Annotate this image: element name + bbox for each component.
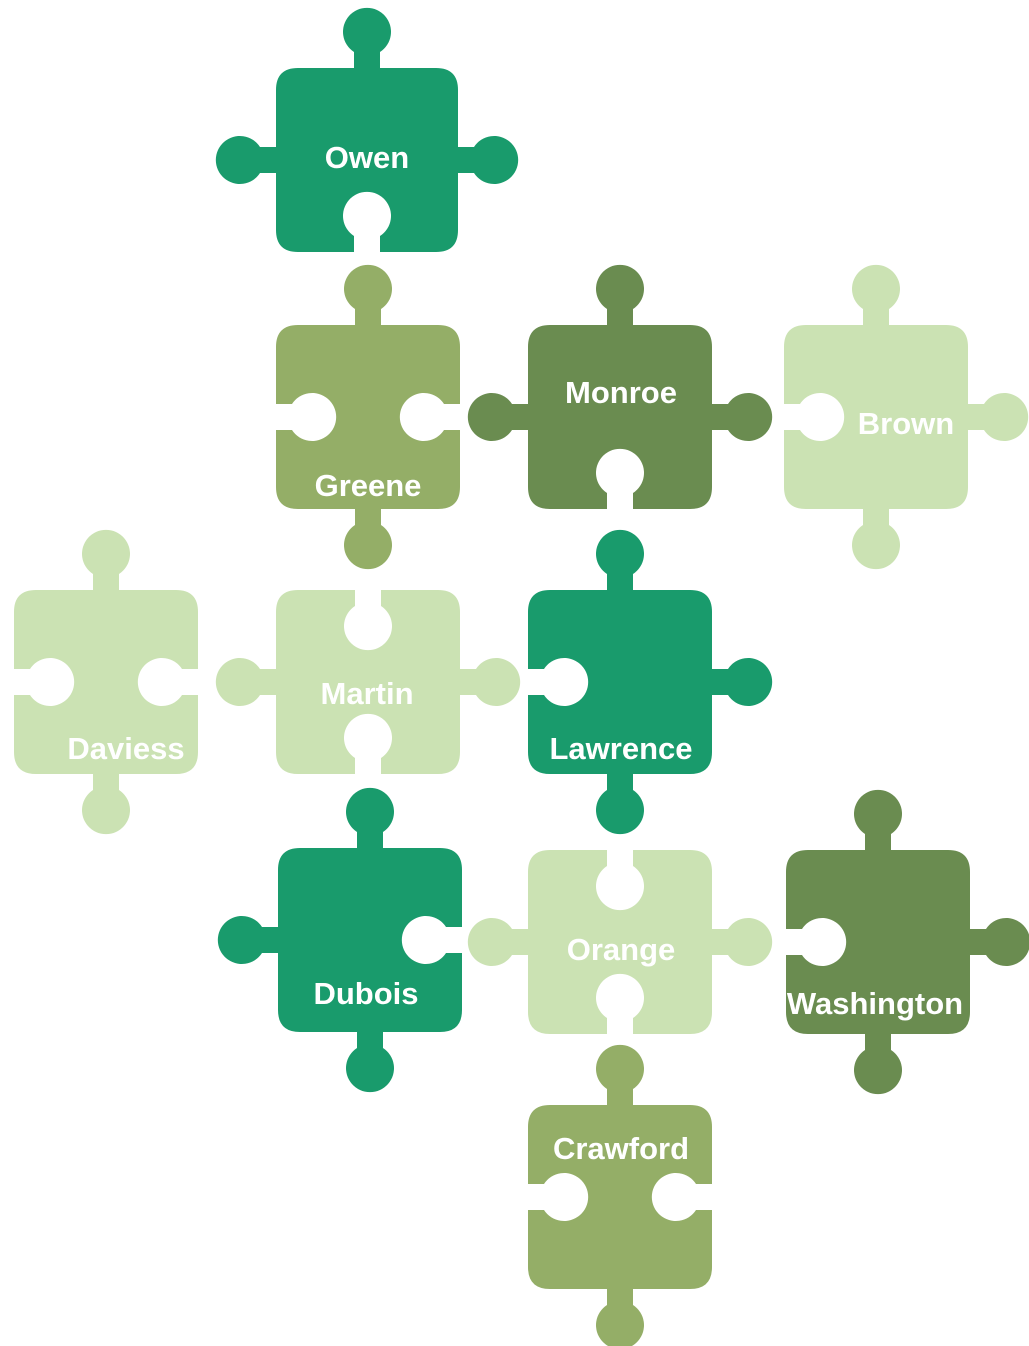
piece-label-brown: Brown — [858, 406, 954, 441]
piece-shape-daviess — [14, 529, 198, 835]
piece-label-crawford: Crawford — [553, 1131, 689, 1166]
puzzle-piece-monroe: Monroe — [467, 264, 773, 509]
puzzle-piece-lawrence: Lawrence — [528, 529, 773, 835]
puzzle-piece-daviess: Daviess — [14, 529, 198, 835]
puzzle-piece-dubois: Dubois — [217, 787, 462, 1093]
piece-label-dubois: Dubois — [313, 976, 418, 1011]
puzzle-piece-owen: Owen — [215, 7, 519, 252]
puzzle-piece-washington: Washington — [786, 789, 1029, 1095]
piece-shape-dubois — [217, 787, 462, 1093]
piece-shape-monroe — [467, 264, 773, 509]
piece-shape-owen — [215, 7, 519, 252]
piece-shape-crawford — [528, 1044, 712, 1346]
puzzle-piece-crawford: Crawford — [528, 1044, 712, 1346]
piece-label-lawrence: Lawrence — [549, 731, 692, 766]
puzzle-piece-orange: Orange — [467, 850, 773, 1034]
piece-shape-washington — [786, 789, 1029, 1095]
piece-shape-greene — [276, 264, 460, 570]
piece-label-monroe: Monroe — [565, 375, 677, 410]
puzzle-piece-greene: Greene — [276, 264, 460, 570]
piece-shape-orange — [467, 850, 773, 1034]
piece-shape-brown — [784, 264, 1029, 570]
piece-shape-lawrence — [528, 529, 773, 835]
piece-label-greene: Greene — [315, 468, 422, 503]
piece-label-washington: Washington — [787, 986, 963, 1021]
puzzle-piece-martin: Martin — [215, 590, 521, 774]
piece-label-daviess: Daviess — [67, 731, 184, 766]
piece-label-martin: Martin — [321, 676, 414, 711]
piece-label-orange: Orange — [567, 932, 676, 967]
piece-label-owen: Owen — [325, 140, 409, 175]
piece-shape-martin — [215, 590, 521, 774]
puzzle-piece-brown: Brown — [784, 264, 1029, 570]
